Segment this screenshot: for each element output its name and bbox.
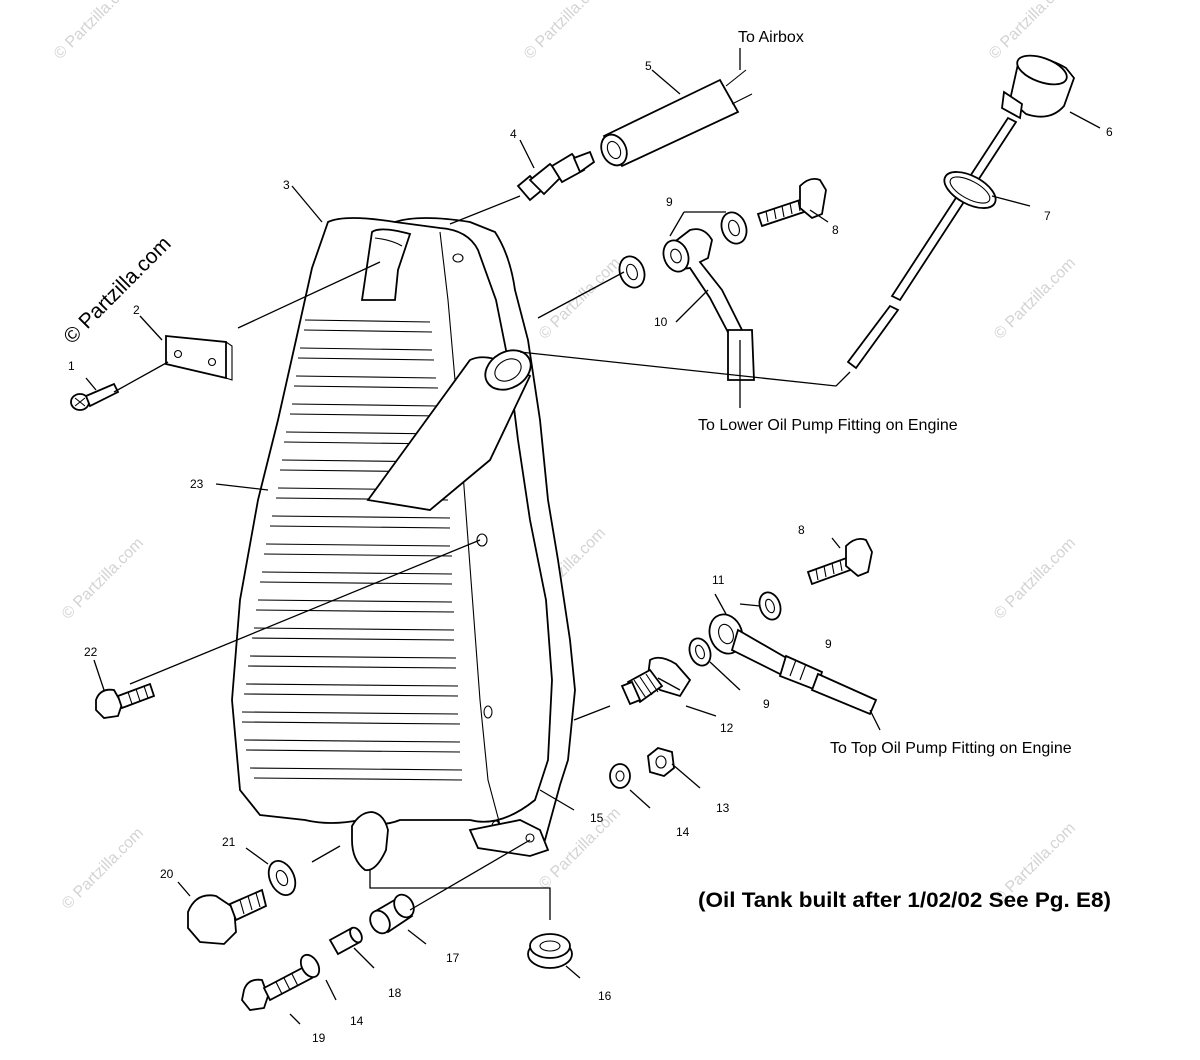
breather-fitting (516, 150, 596, 202)
washer (720, 211, 748, 245)
watermark: © Partzilla.com (991, 255, 1079, 343)
washer (267, 860, 297, 896)
o-ring (943, 171, 997, 209)
part-label-13: 13 (716, 801, 730, 815)
part-label-4: 4 (510, 127, 517, 141)
fitting (620, 656, 692, 706)
watermark: © Partzilla.com (51, 0, 139, 63)
washer (688, 637, 712, 667)
bolt (241, 964, 314, 1011)
washer (299, 953, 321, 979)
callout-to-lower-oil-pump: To Lower Oil Pump Fitting on Engine (698, 417, 958, 434)
washer (618, 255, 646, 289)
sleeve (328, 926, 363, 956)
part-label-6: 6 (1106, 125, 1113, 139)
breather-hose (600, 69, 753, 168)
part-label-19: 19 (312, 1031, 326, 1045)
revision-note: (Oil Tank built after 1/02/02 See Pg. E8… (698, 889, 1111, 912)
drain-bolt (187, 888, 268, 945)
hose-fitting (662, 228, 755, 381)
watermark: © Partzilla.com (536, 255, 624, 343)
plate-bracket (165, 335, 233, 381)
watermark: © Partzilla.com (991, 535, 1079, 623)
part-label-2: 2 (133, 303, 140, 317)
brand-watermark: © Partzilla.com (59, 232, 175, 348)
banjo-fitting (708, 613, 878, 716)
part-labels: 1 2 3 4 5 6 7 8 9 10 8 11 9 9 12 13 14 1… (68, 59, 1113, 1045)
part-label-8: 8 (798, 523, 805, 537)
part-label-9: 9 (666, 195, 673, 209)
grommet (527, 933, 573, 969)
watermark-layer: © Partzilla.com © Partzilla.com © Partzi… (51, 0, 1079, 913)
part-label-8: 8 (832, 223, 839, 237)
nut (647, 747, 675, 777)
part-label-12: 12 (720, 721, 734, 735)
oil-tank (231, 217, 576, 872)
part-label-11: 11 (712, 573, 725, 587)
part-label-23: 23 (190, 477, 204, 491)
part-label-1: 1 (68, 359, 75, 373)
washer (758, 591, 782, 621)
part-label-20: 20 (160, 867, 174, 881)
grommet (369, 893, 415, 935)
part-label-9: 9 (825, 637, 832, 651)
leader-lines (85, 48, 1101, 1025)
watermark: © Partzilla.com (521, 0, 609, 63)
banjo-bolt (806, 537, 873, 586)
part-label-3: 3 (283, 178, 290, 192)
washer (609, 763, 631, 789)
part-label-21: 21 (222, 835, 236, 849)
part-label-14: 14 (676, 825, 690, 839)
part-label-14: 14 (350, 1014, 364, 1028)
part-label-16: 16 (598, 989, 612, 1003)
part-label-5: 5 (645, 59, 652, 73)
callout-to-top-oil-pump: To Top Oil Pump Fitting on Engine (830, 740, 1072, 757)
banjo-bolt (756, 177, 827, 228)
screw (70, 382, 120, 411)
mounting-bolt (95, 682, 156, 719)
part-label-9: 9 (763, 697, 770, 711)
part-label-18: 18 (388, 986, 402, 1000)
part-label-22: 22 (84, 645, 98, 659)
part-label-17: 17 (446, 951, 460, 965)
watermark: © Partzilla.com (986, 0, 1074, 63)
part-label-15: 15 (590, 811, 604, 825)
part-label-7: 7 (1044, 209, 1051, 223)
part-label-10: 10 (654, 315, 668, 329)
watermark: © Partzilla.com (59, 535, 147, 623)
callout-to-airbox: To Airbox (738, 29, 804, 46)
watermark: © Partzilla.com (59, 825, 147, 913)
dipstick-cap (846, 54, 1076, 370)
